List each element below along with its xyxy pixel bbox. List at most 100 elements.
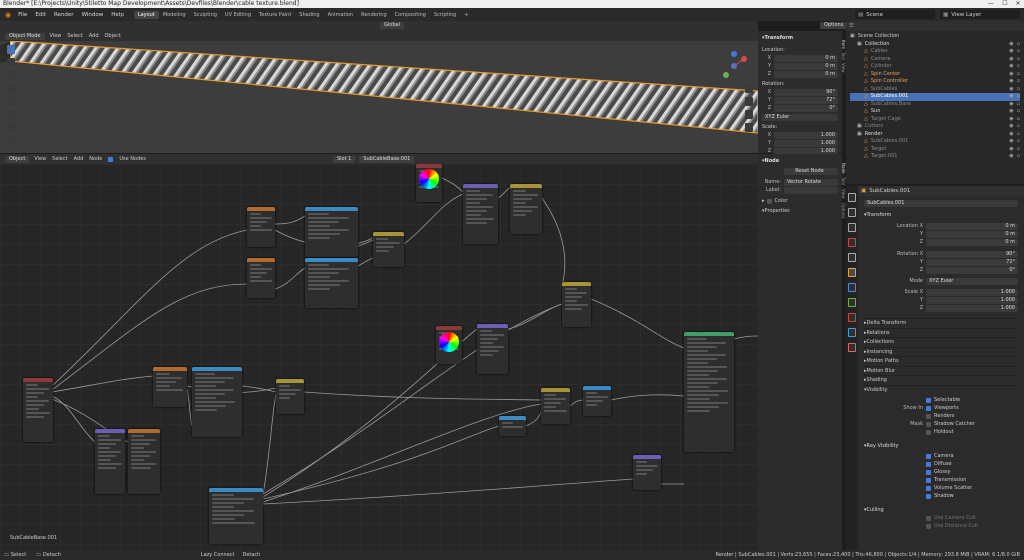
outliner-item[interactable]: △SubCables.001◉▫	[864, 138, 1020, 144]
camera-view-icon[interactable]	[745, 110, 753, 119]
blender-logo-icon[interactable]: ◉	[5, 10, 12, 19]
tab-node[interactable]: Node	[841, 163, 846, 174]
prop-location-field-1[interactable]: 0 m	[926, 230, 1018, 238]
npanel-location-field-2[interactable]: 0 m	[774, 70, 838, 78]
menu-render[interactable]: Render	[53, 11, 74, 18]
visibility-eye-icon[interactable]: ◉	[1009, 48, 1014, 54]
tab-tool[interactable]: Tool	[841, 52, 846, 60]
node-header[interactable]	[276, 379, 304, 383]
rotate-tool-icon[interactable]	[7, 84, 15, 93]
material-tab-icon[interactable]	[848, 343, 856, 352]
outliner-item[interactable]: △Target Cage◉▫	[864, 115, 1020, 122]
visibility-eye-icon[interactable]: ◉	[1009, 108, 1014, 114]
tab-texture-paint[interactable]: Texture Paint	[259, 11, 292, 18]
render-camera-icon[interactable]: ▫	[1016, 138, 1020, 144]
color-wheel-icon[interactable]	[439, 332, 459, 352]
shader-node[interactable]	[276, 379, 304, 414]
reset-node-button[interactable]: Reset Node	[784, 168, 838, 175]
tab-scripting[interactable]: Scripting	[433, 11, 457, 18]
shader-node[interactable]	[153, 367, 187, 407]
holdout-checkbox[interactable]	[926, 429, 931, 435]
prop-location-field-2[interactable]: 0 m	[926, 238, 1018, 246]
object-mode-dropdown[interactable]: Object Mode	[5, 32, 45, 40]
shader-node[interactable]	[373, 232, 404, 267]
prop-rotation-field-1[interactable]: 72°	[926, 258, 1018, 266]
viewport-3d[interactable]	[0, 41, 758, 153]
node-header[interactable]	[583, 386, 611, 390]
shader-node[interactable]	[463, 184, 498, 244]
render-camera-icon[interactable]: ▫	[1016, 145, 1020, 152]
node-header[interactable]	[684, 332, 734, 336]
shader-node[interactable]	[95, 429, 125, 494]
node-header[interactable]	[477, 324, 508, 328]
render-camera-icon[interactable]: ▫	[1016, 40, 1020, 47]
modifiers-tab-icon[interactable]	[848, 283, 856, 292]
node-header[interactable]	[499, 416, 526, 420]
shader-node[interactable]	[305, 207, 358, 257]
outliner-item[interactable]: △Camera◉▫	[864, 55, 1020, 62]
tab-node-tool[interactable]: Tool	[841, 177, 846, 186]
tab-node-view[interactable]: View	[841, 189, 846, 199]
prop-rotation-field-2[interactable]: 0°	[926, 266, 1018, 274]
render-camera-icon[interactable]: ▫	[1016, 93, 1020, 99]
render-camera-icon[interactable]: ▫	[1016, 55, 1020, 62]
npanel-scale-field-2[interactable]: 1.000	[774, 147, 838, 155]
visibility-eye-icon[interactable]: ◉	[1009, 115, 1014, 122]
outliner-item[interactable]: △Sun◉▫	[864, 108, 1020, 114]
shader-node[interactable]	[562, 282, 591, 327]
cursor-tool-icon[interactable]	[7, 58, 15, 67]
viewport-options-dropdown[interactable]: Options	[820, 22, 848, 29]
tab-node-options[interactable]: Options	[841, 202, 846, 219]
zoom-icon[interactable]	[745, 84, 753, 93]
node-header[interactable]	[247, 207, 275, 211]
tab-modeling[interactable]: Modeling	[162, 11, 186, 18]
node-header[interactable]	[541, 388, 570, 392]
node-header[interactable]	[463, 184, 498, 188]
node-header[interactable]	[416, 164, 442, 168]
outliner-item[interactable]: △SubCables.001◉▫	[850, 93, 1020, 101]
render-camera-icon[interactable]: ▫	[1016, 85, 1020, 92]
node-header[interactable]	[153, 367, 187, 371]
npanel-scale-field-0[interactable]: 1.000	[774, 131, 838, 139]
node-header[interactable]	[305, 258, 358, 262]
object-tab-icon[interactable]	[848, 268, 856, 277]
annotate-tool-icon[interactable]	[7, 123, 15, 132]
visibility-eye-icon[interactable]: ◉	[1009, 40, 1014, 47]
tab-shading[interactable]: Shading	[299, 11, 320, 18]
ray-transmission-checkbox[interactable]	[926, 477, 931, 483]
shader-type-dropdown[interactable]: Object	[5, 155, 30, 163]
npanel-rotation-field-2[interactable]: 0°	[774, 104, 838, 112]
minimize-button[interactable]: —	[988, 0, 994, 7]
color-subpanel[interactable]: ▸ Color	[762, 198, 788, 204]
render-tab-icon[interactable]	[848, 208, 856, 217]
outliner-item[interactable]: △Spin Controller◉▫	[864, 78, 1020, 84]
transform-orientation-dropdown[interactable]: Global	[380, 22, 404, 29]
slot-dropdown[interactable]: Slot 1	[332, 155, 356, 163]
shader-node[interactable]	[499, 416, 526, 436]
npanel-rotation-field-0[interactable]: 90°	[774, 88, 838, 96]
node-header[interactable]	[633, 455, 661, 459]
node-header[interactable]	[128, 429, 160, 433]
prop-scale-field-1[interactable]: 1.000	[926, 296, 1018, 304]
distance-cull-checkbox[interactable]	[926, 523, 931, 529]
prop-scale-field-0[interactable]: 1.000	[926, 288, 1018, 296]
node-header[interactable]	[23, 378, 53, 382]
section-motion-blur[interactable]: ▸ Motion Blur	[864, 365, 1018, 376]
tab-item[interactable]: Item	[841, 40, 846, 50]
visibility-eye-icon[interactable]: ◉	[1009, 130, 1014, 137]
visibility-eye-icon[interactable]: ◉	[1009, 145, 1014, 152]
section-shading[interactable]: ▸ Shading	[864, 375, 1018, 385]
visibility-eye-icon[interactable]: ◉	[1009, 85, 1014, 92]
prop-location-field-0[interactable]: 0 m	[926, 222, 1018, 230]
physics-tab-icon[interactable]	[848, 313, 856, 322]
constraints-tab-icon[interactable]	[848, 328, 856, 337]
ray-glossy-checkbox[interactable]	[926, 469, 931, 475]
node-header[interactable]	[373, 232, 404, 236]
outliner-item[interactable]: △Target.001◉▫	[864, 153, 1020, 159]
color-wheel-icon[interactable]	[419, 169, 439, 189]
pan-icon[interactable]	[745, 97, 753, 106]
npanel-scale-field-1[interactable]: 1.000	[774, 139, 838, 147]
shader-node[interactable]	[209, 488, 263, 544]
node-header[interactable]	[247, 258, 275, 262]
outliner-item[interactable]: △SubCables◉▫	[864, 85, 1020, 92]
